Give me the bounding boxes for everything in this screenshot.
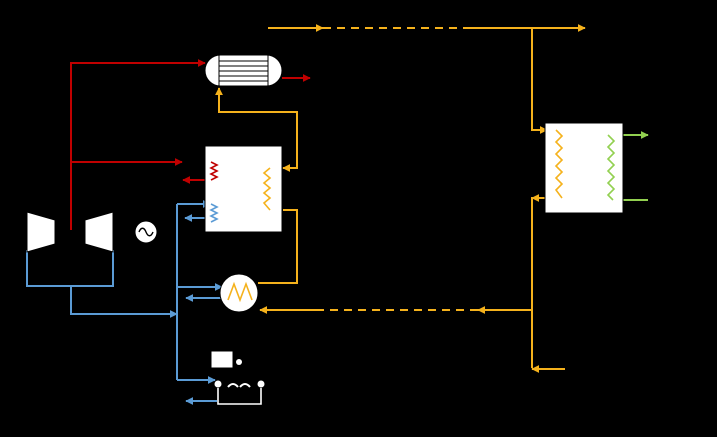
flue-gas-condenser [204, 54, 283, 87]
heating-coil-icon [262, 167, 272, 211]
pump-node-left [214, 380, 222, 388]
turbine-drop [70, 286, 178, 318]
zigzag-coil-icon [227, 281, 253, 303]
flue-coil-icon [209, 161, 219, 181]
boiler-to-heatpump-link [258, 209, 298, 284]
turbine-shape [84, 211, 114, 253]
consumer-return-riser [531, 197, 545, 368]
consumer-heat-exchanger [544, 122, 624, 214]
heat-pump-body [219, 273, 259, 313]
flue-main-riser [70, 59, 206, 230]
pump-wave-icon [227, 383, 251, 388]
water-coil-icon [209, 203, 219, 223]
storage-base-line [217, 388, 262, 405]
turbine-loop [26, 250, 114, 287]
supply-branch-down [531, 28, 548, 134]
consumer-green-coil-icon [606, 134, 616, 201]
heat-recovery-boiler [204, 145, 283, 233]
consumer-hot-coil-icon [554, 129, 564, 199]
district-heat-lines [215, 24, 586, 373]
storage-group [210, 350, 265, 405]
storage-sensor-dot [236, 359, 242, 365]
storage-tank [210, 350, 234, 369]
cold-return-lines [26, 200, 223, 405]
shell-tube-icon [218, 55, 269, 86]
pump-node-right [257, 380, 265, 388]
sine-wave-icon [138, 227, 154, 237]
heat-pump [219, 273, 259, 313]
compressor-shape [26, 211, 56, 253]
gas-turbine [26, 211, 114, 253]
generator [134, 220, 158, 244]
